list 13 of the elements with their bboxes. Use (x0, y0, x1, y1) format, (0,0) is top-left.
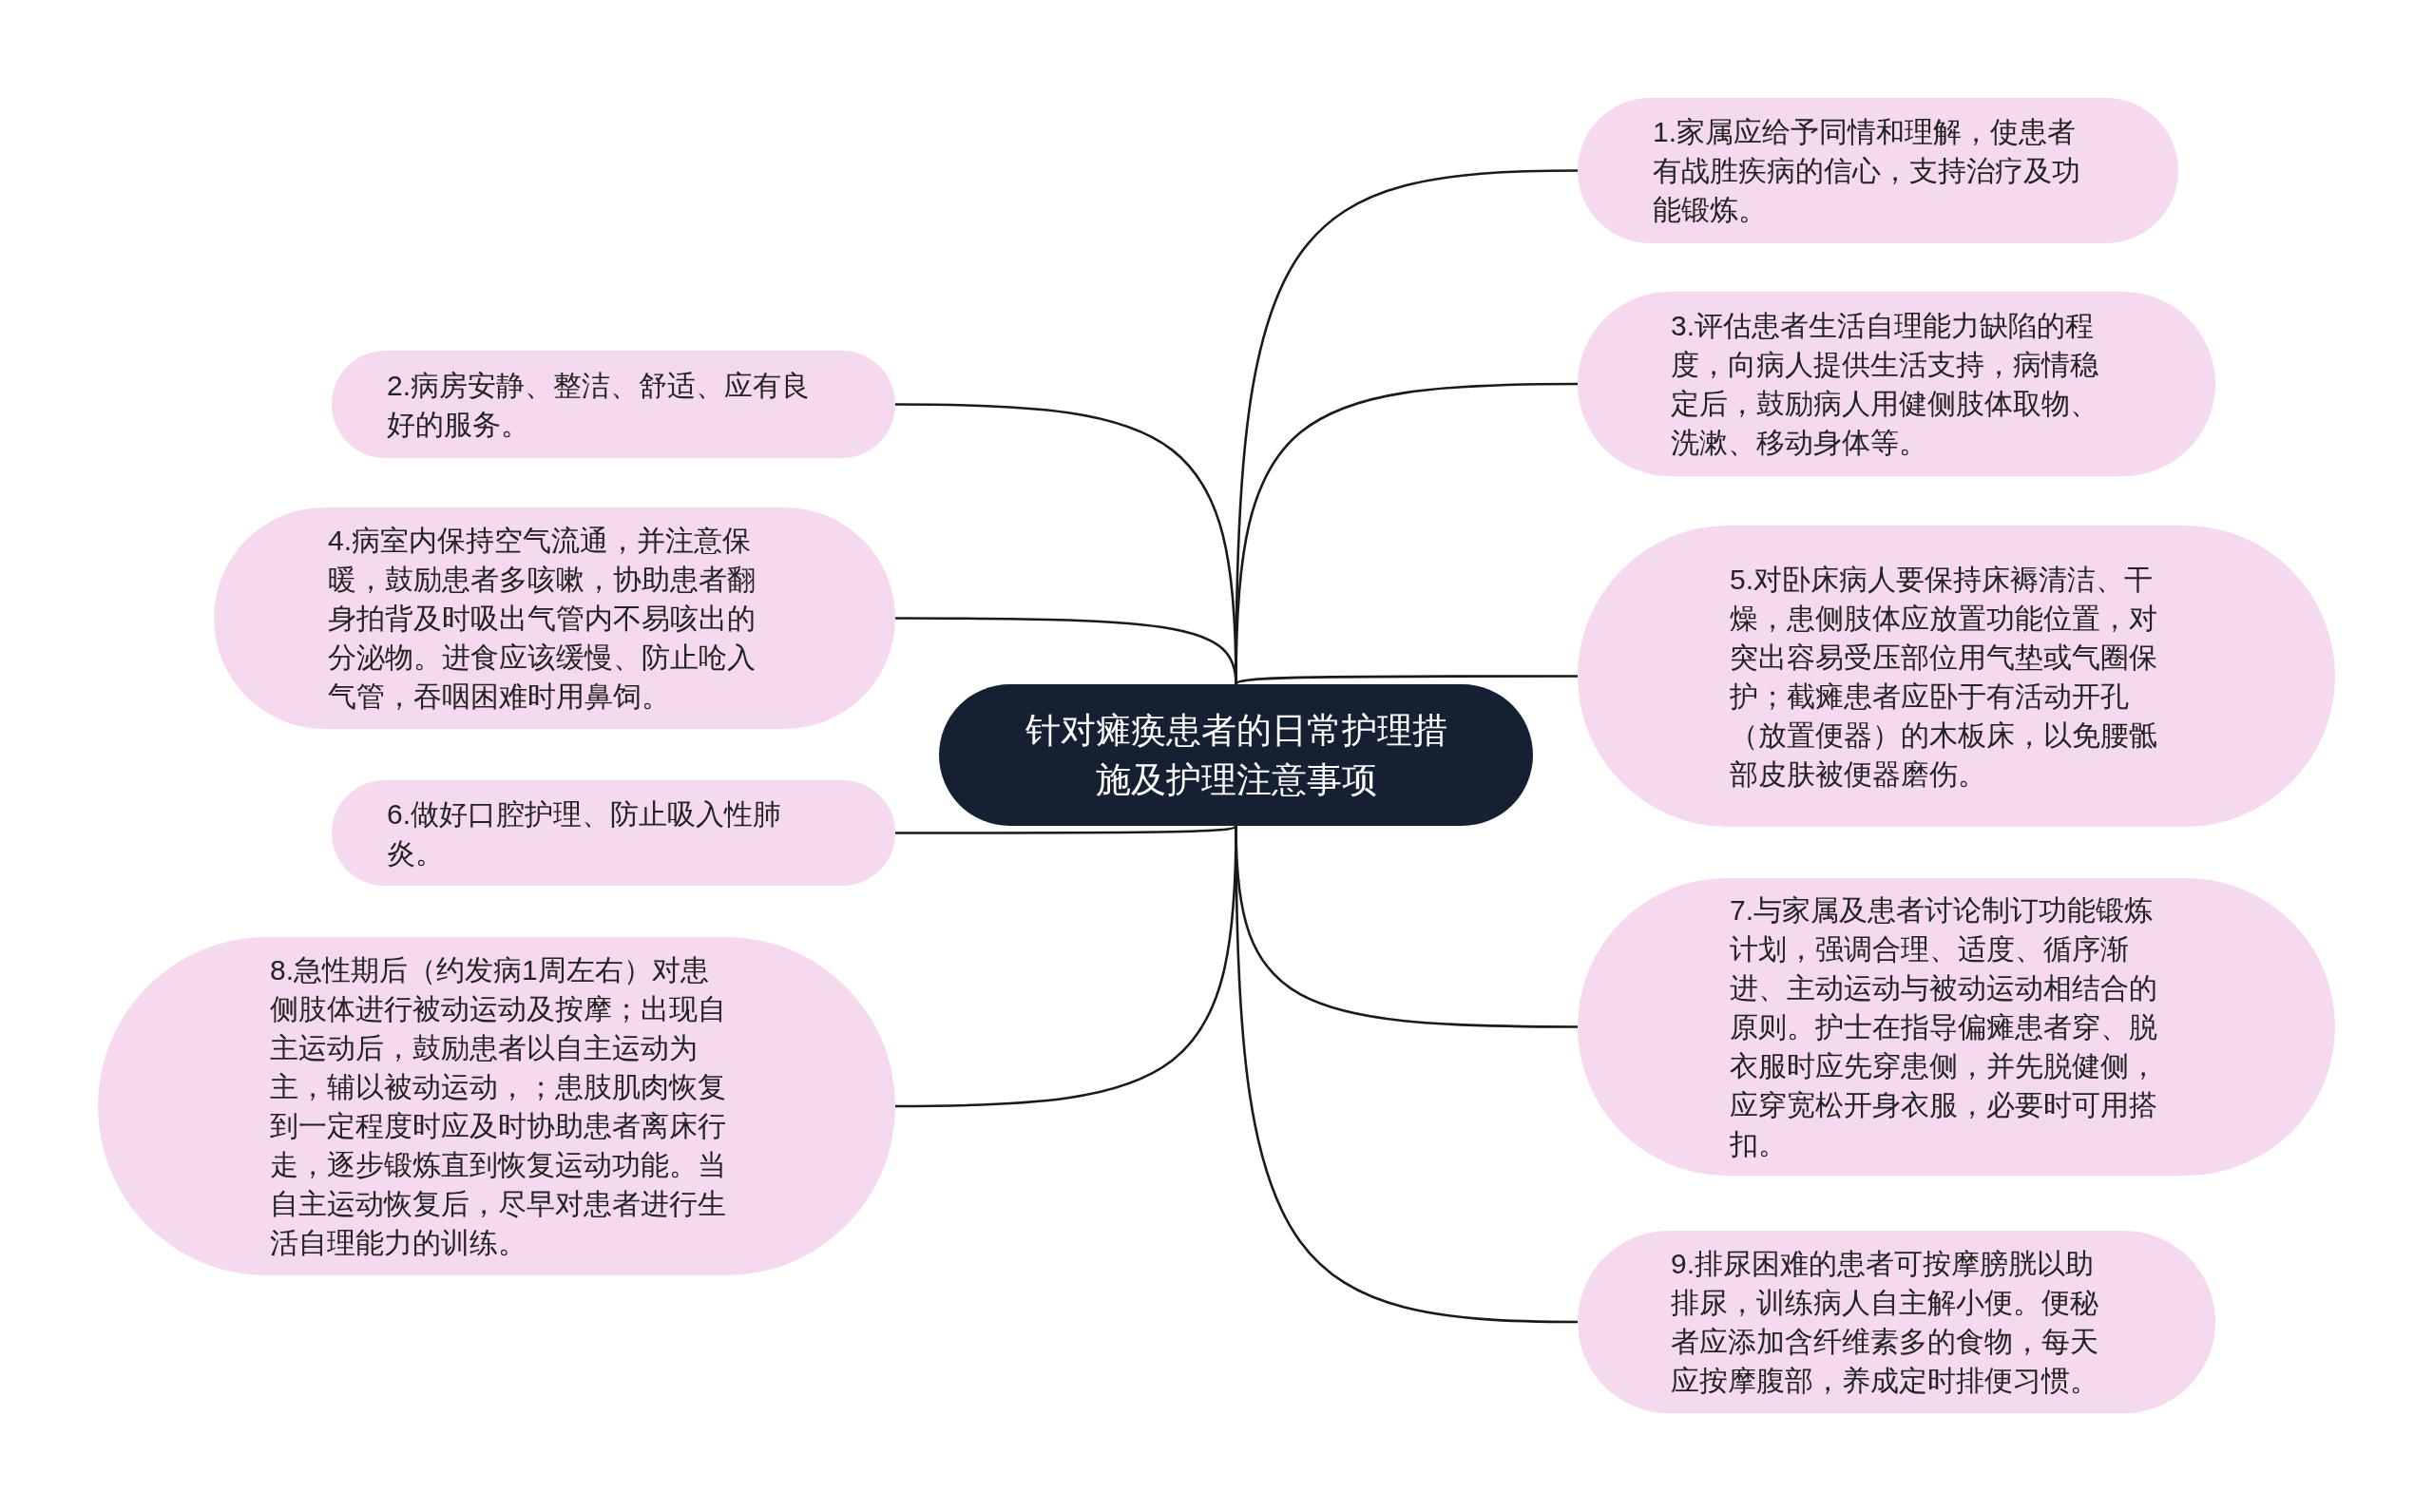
topic-bubble: 6.做好口腔护理、防止吸入性肺炎。 (332, 780, 895, 886)
connector-line (1235, 826, 1579, 1324)
connector-line (895, 824, 1237, 834)
central-topic: 针对瘫痪患者的日常护理措施及护理注意事项 (939, 684, 1533, 826)
topic-bubble: 4.病室内保持空气流通，并注意保暖，鼓励患者多咳嗽，协助患者翻身拍背及时吸出气管内不易咳出的分泌物。进食应该缓慢、防止呛入气管，吞咽困难时用鼻饲。 (214, 507, 895, 729)
topic-bubble: 7.与家属及患者讨论制订功能锻炼计划，强调合理、适度、循序渐进、主动运动与被动运动相结合的原则。护士在指导偏瘫患者穿、脱衣服时应先穿患侧，并先脱健侧，应穿宽松开身衣服，必要时可用搭扣。 (1578, 878, 2335, 1176)
topic-bubble: 2.病房安静、整洁、舒适、应有良好的服务。 (332, 351, 895, 458)
topic-bubble: 3.评估患者生活自理能力缺陷的程度，向病人提供生活支持，病情稳定后，鼓励病人用健侧肢体取物、洗漱、移动身体等。 (1578, 292, 2215, 476)
connector-line (1235, 675, 1578, 685)
topic-bubble: 8.急性期后（约发病1周左右）对患侧肢体进行被动运动及按摩；出现自主运动后，鼓励患者以自主运动为主，辅以被动运动，；患肢肌肉恢复到一定程度时应及时协助患者离床行走，逐步锻炼直到恢复运动功能。当自主运动恢复后，尽早对患者进行生活自理能力的训练。 (98, 937, 895, 1275)
topic-bubble: 1.家属应给予同情和理解，使患者有战胜疾病的信心，支持治疗及功能锻炼。 (1578, 98, 2178, 243)
topic-bubble: 9.排尿困难的患者可按摩膀胱以助排尿，训练病人自主解小便。便秘者应添加含纤维素多的食物，每天应按摩腹部，养成定时排便习惯。 (1578, 1231, 2215, 1413)
topic-bubble: 5.对卧床病人要保持床褥清洁、干燥，患侧肢体应放置功能位置，对突出容易受压部位用气垫或气圈保护；截瘫患者应卧于有活动开孔（放置便器）的木板床，以免腰骶部皮肤被便器磨伤。 (1578, 526, 2335, 827)
